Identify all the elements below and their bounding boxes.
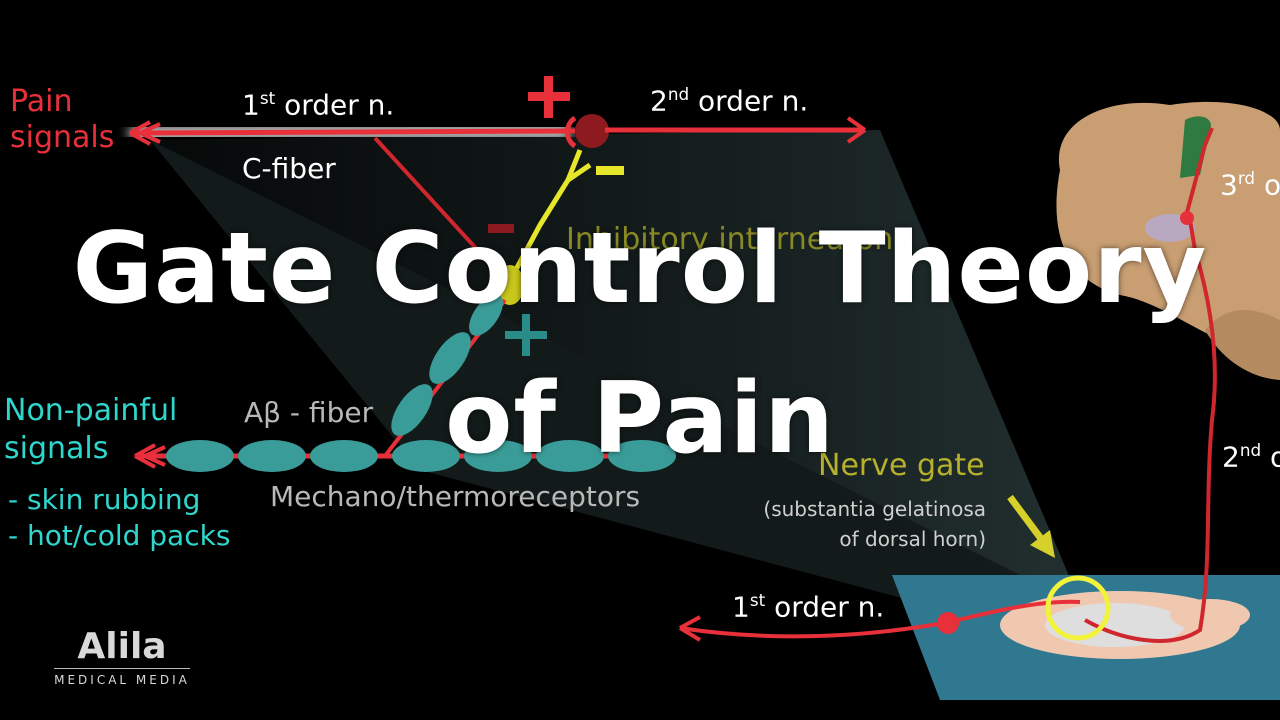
excitatory-plus-icon	[528, 76, 570, 118]
c-fiber-branch	[373, 136, 507, 282]
brain-illustration	[1056, 101, 1280, 380]
spinal-first-order-label: 1st order n.	[732, 590, 885, 624]
inhibitory-interneuron	[502, 149, 592, 292]
title-line-1: Gate Control Theory	[72, 212, 1208, 326]
list-item: - hot/cold packs	[8, 519, 231, 552]
axon-terminal-icon	[846, 116, 867, 144]
mechanoreceptors-label: Mechano/thermoreceptors	[270, 480, 641, 513]
spinal-horn	[1170, 599, 1250, 631]
second-order-soma	[575, 114, 609, 148]
logo-name: Alila	[77, 626, 167, 667]
inhibitory-minus-icon	[596, 166, 624, 175]
non-painful-signals-label: Non-painful signals	[4, 393, 178, 466]
second-order-neuron-label: 2nd order n.	[650, 84, 809, 118]
title-line-2: of Pain	[445, 362, 835, 476]
nerve-gate-label: Nerve gate	[818, 448, 985, 483]
branch-myelin-sheaths	[391, 294, 503, 436]
third-order-fiber	[1183, 127, 1214, 221]
myelin-sheaths	[166, 440, 676, 472]
spinal-first-order-fiber	[679, 599, 1081, 639]
spinal-second-order-label: 2nd o	[1222, 440, 1280, 474]
c-fiber-dendrite-icon	[129, 120, 161, 146]
synapse-terminal-icon	[565, 115, 577, 149]
alila-logo: Alila MEDICAL MEDIA	[54, 628, 190, 687]
nerve-gate-circle-icon	[1045, 575, 1111, 641]
gate-arrow-icon	[1007, 494, 1055, 558]
ascending-second-order-fiber	[1084, 219, 1217, 643]
abeta-dendrite-icon	[134, 443, 166, 469]
thalamus-neuron	[1180, 211, 1194, 225]
logo-divider	[54, 668, 190, 669]
logo-subtitle: MEDICAL MEDIA	[54, 673, 190, 687]
non-painful-examples: - skin rubbing - hot/cold packs	[8, 482, 230, 554]
third-order-neuron-label: 3rd o	[1220, 168, 1280, 202]
inhibitory-interneuron-label: Inhibitory interneuron	[566, 222, 894, 257]
list-item: - skin rubbing	[8, 483, 201, 516]
nerve-gate-description: (substantia gelatinosa of dorsal horn)	[763, 497, 986, 551]
zoom-beam	[150, 130, 1090, 610]
c-fiber	[129, 128, 576, 136]
dorsal-root-ganglion	[937, 612, 959, 634]
zoom-beam-lower	[150, 140, 1090, 640]
first-order-neuron-label: 1st order n.	[242, 88, 395, 122]
c-fiber-label: C-fiber	[242, 152, 336, 185]
interneuron-soma	[496, 265, 524, 305]
interneuron-minus-icon	[488, 224, 514, 233]
pain-signals-label: Pain signals	[10, 84, 115, 155]
abeta-fiber-label: Aβ - fiber	[244, 396, 374, 429]
spinal-dendrite-icon	[678, 615, 702, 642]
interneuron-plus-icon	[505, 314, 547, 356]
